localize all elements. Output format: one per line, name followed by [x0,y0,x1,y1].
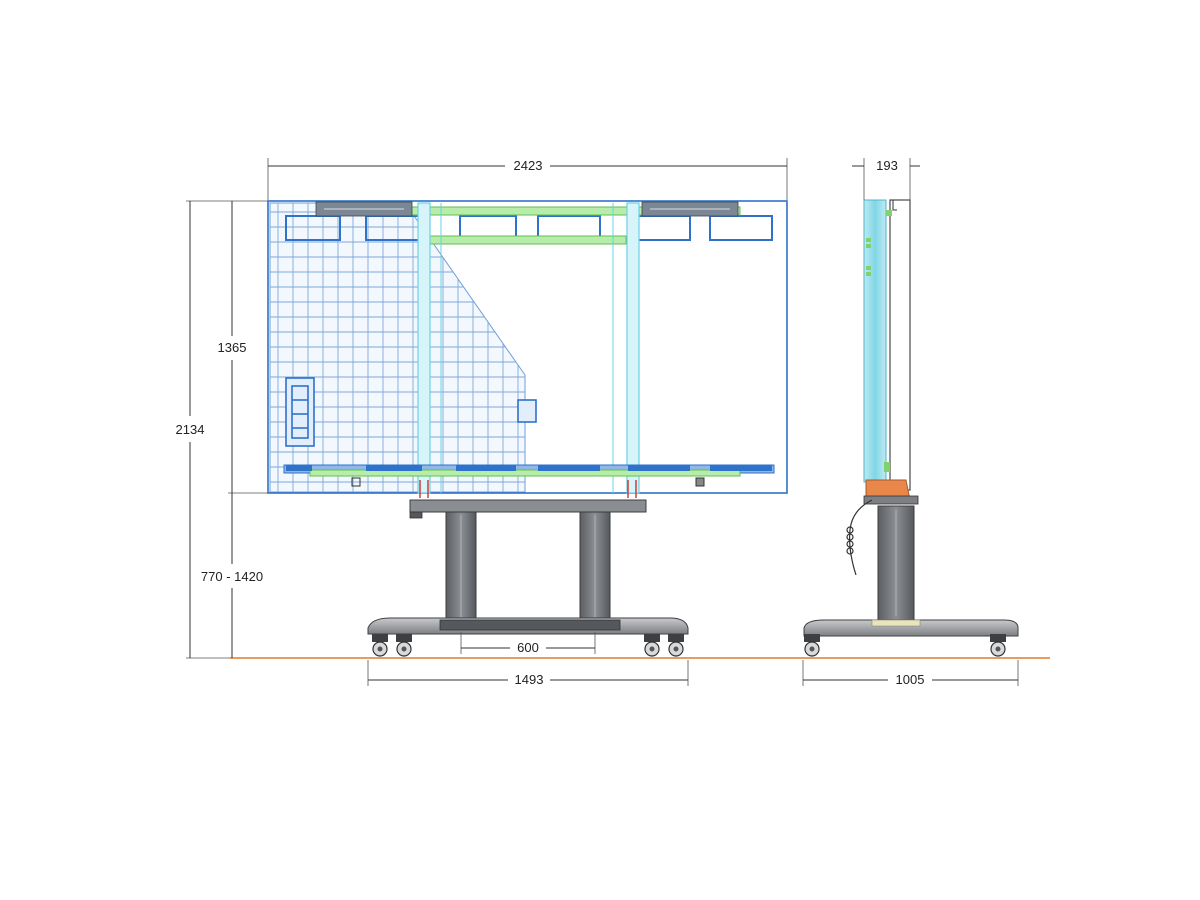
front-view [267,200,788,657]
top-rail [315,201,741,245]
caster-wheel [804,634,820,657]
dim-base-width: 1493 [515,672,544,687]
caster-wheel [396,634,412,657]
side-caster-wheels [804,634,1006,657]
dim-side-base-depth: 1005 [896,672,925,687]
side-panel-back [889,199,911,491]
dim-screen-height: 1365 [218,340,247,355]
bottom-rail [283,464,775,487]
vertical-brackets [417,202,640,494]
stand-clamp [409,511,423,519]
caster-wheels [372,634,684,657]
caster-wheel [372,634,388,657]
stand-top-plate [409,499,647,513]
cable [846,499,873,576]
dimension-lines: 2423 193 2134 1365 770 - 1420 600 1 [176,158,1019,687]
dim-side-depth: 193 [876,158,898,173]
dim-height-range: 770 - 1420 [201,569,263,584]
display-panel-outline [267,200,788,494]
caster-wheel [668,634,684,657]
io-panel [285,377,537,447]
side-panel-glass [863,199,887,483]
dim-total-height: 2134 [176,422,205,437]
side-brackets [866,238,890,472]
caster-wheel [644,634,660,657]
dim-overall-width: 2423 [514,158,543,173]
column-connectors [419,480,637,498]
stand-base [367,617,689,635]
lift-columns [445,511,611,621]
mounting-grid-plate [269,202,526,493]
side-view [803,199,1019,657]
side-base [803,619,1019,637]
dim-column-spacing: 600 [517,640,539,655]
caster-wheel [990,634,1006,657]
